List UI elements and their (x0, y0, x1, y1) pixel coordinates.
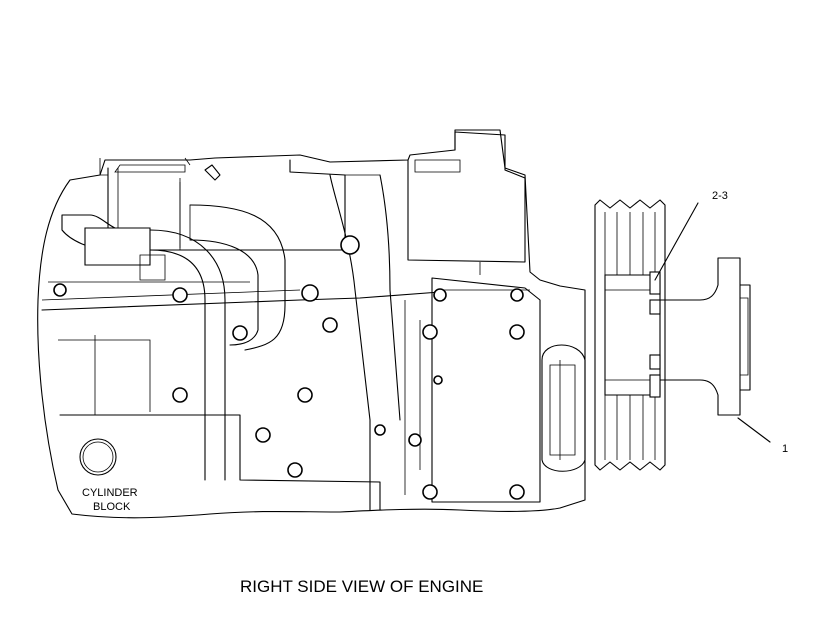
idler-pulley (541, 344, 586, 472)
hub-bolt-bottom (649, 374, 661, 398)
cylinder-block-label-line1: CYLINDER (82, 487, 138, 499)
hub-bolt-top (649, 271, 661, 295)
vibration-damper (659, 257, 741, 416)
upper-housing (407, 131, 526, 263)
crankshaft-pulley (594, 199, 666, 471)
hub-bolt-low (649, 354, 661, 370)
hub-bolt-mid (649, 299, 661, 315)
cylinder-block-label-line2: BLOCK (93, 501, 131, 513)
block-plug (79, 438, 117, 476)
intake-elbow-pipe (189, 204, 286, 351)
callout-2-3: 2-3 (712, 190, 728, 202)
leader-2-3 (654, 202, 699, 281)
cylinder-block-body (59, 414, 381, 511)
leader-1 (737, 417, 771, 443)
air-pipe (329, 174, 401, 511)
diagram-caption: RIGHT SIDE VIEW OF ENGINE (240, 577, 483, 596)
engine-outline (37, 129, 586, 519)
front-housing (431, 277, 541, 503)
callout-1: 1 (782, 443, 788, 455)
fasteners (53, 235, 525, 500)
